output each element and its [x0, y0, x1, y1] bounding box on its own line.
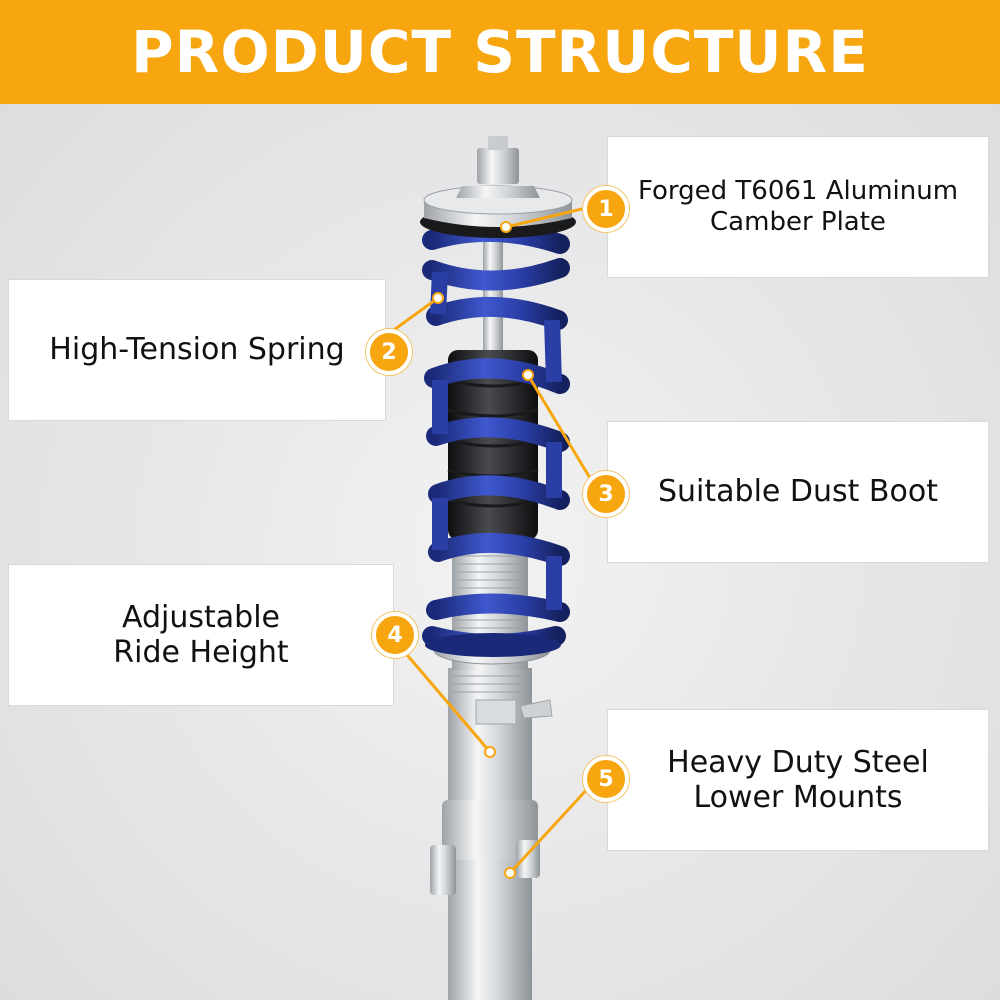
page-title: PRODUCT STRUCTURE	[131, 18, 869, 86]
callout-badge-2: 2	[366, 329, 412, 375]
callout-label-3: Suitable Dust Boot	[607, 421, 989, 563]
callout-1-line-2: Camber Plate	[710, 207, 886, 237]
callout-badge-5: 5	[583, 756, 629, 802]
camber-plate	[420, 136, 576, 238]
callout-3-line-1: Suitable Dust Boot	[657, 474, 938, 510]
callout-label-2: High-Tension Spring	[8, 279, 386, 421]
callout-4-line-1: Adjustable	[121, 599, 280, 635]
callout-1-line-1: Forged T6061 Aluminum	[637, 176, 959, 207]
callout-4-line-2: Ride Height	[113, 635, 289, 670]
coil-spring	[422, 221, 570, 654]
callout-badge-1: 1	[583, 186, 629, 232]
callout-label-1: Forged T6061 Aluminum Camber Plate	[607, 136, 989, 278]
lower-strut-body	[430, 668, 553, 1000]
callout-badge-3: 3	[583, 471, 629, 517]
callout-5-line-1: Heavy Duty Steel	[667, 744, 929, 780]
callout-label-5: Heavy Duty Steel Lower Mounts	[607, 709, 989, 851]
callout-label-4: Adjustable Ride Height	[8, 564, 394, 706]
leader-dots	[432, 221, 534, 879]
header-banner: PRODUCT STRUCTURE	[0, 0, 1000, 104]
callout-2-line-1: High-Tension Spring	[49, 332, 345, 368]
callout-badge-4: 4	[372, 612, 418, 658]
callout-5-line-2: Lower Mounts	[693, 780, 903, 815]
